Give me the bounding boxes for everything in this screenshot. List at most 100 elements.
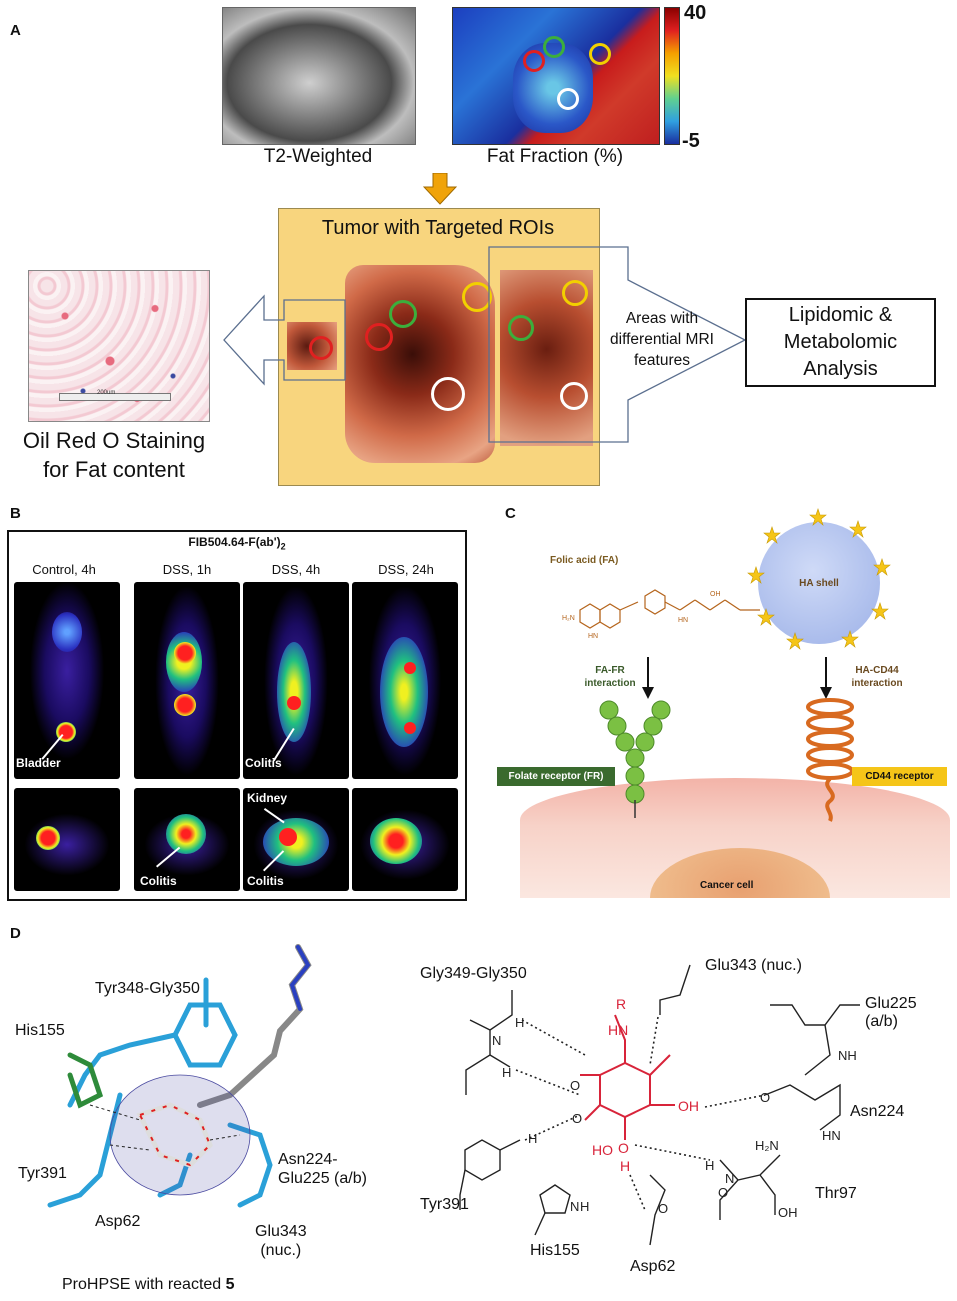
folate-receptor-label: Folate receptor (FR) (508, 771, 604, 782)
label-tyr348: Tyr348-Gly350 (95, 980, 200, 997)
scan-dss-24h (352, 582, 458, 779)
ha-shell-label: HA shell (799, 578, 839, 589)
panel-c-label: C (505, 505, 516, 522)
tumor-box-title: Tumor with Targeted ROIs (321, 217, 555, 239)
col-header-control-4h: Control, 4h (32, 562, 96, 577)
svg-text:N: N (570, 1199, 579, 1214)
star-icon (763, 526, 781, 544)
scan-control-4h: Bladder (14, 582, 120, 779)
ha-cd44-interaction: HA-CD44 interaction (842, 664, 912, 690)
roi-yellow (589, 43, 611, 65)
svg-text:N: N (492, 1033, 501, 1048)
folate-receptor-graphic (599, 700, 671, 818)
panel-b-title: FIB504.64-F(ab')2 (7, 535, 467, 551)
star-icon (747, 566, 765, 584)
panel-a-connectors (223, 246, 747, 443)
svg-text:O: O (572, 1111, 582, 1126)
stick-model (47, 944, 312, 1208)
tumor-roi-yellow (462, 282, 492, 312)
svg-text:O: O (658, 1201, 668, 1216)
ha-cd44-line2: interaction (851, 678, 903, 689)
fat-fraction-map (452, 7, 660, 145)
svg-text:HN: HN (608, 1022, 628, 1038)
tumor-crop-zoom (500, 270, 593, 446)
svg-text:H: H (515, 1015, 524, 1030)
svg-text:H: H (620, 1158, 630, 1174)
svg-text:H₂N: H₂N (755, 1138, 779, 1153)
folate-receptor-box: Folate receptor (FR) (497, 767, 615, 786)
label-asp62-right: Asp62 (630, 1258, 676, 1275)
svg-text:H: H (580, 1199, 589, 1214)
label-asn224-line1: Asn224- (278, 1151, 338, 1168)
svg-text:H: H (502, 1065, 511, 1080)
star-icon (841, 630, 859, 648)
scan-dss-1h (134, 582, 240, 779)
zoom-roi-white (560, 382, 588, 410)
caption-prohpse-text: ProHPSE with reacted (62, 1276, 226, 1293)
cd44-receptor-box: CD44 receptor (852, 767, 947, 786)
label-asn224-left: Asn224- Glu225 (a/b) (278, 1150, 367, 1188)
svg-text:NH: NH (838, 1048, 857, 1063)
star-decorations (747, 508, 891, 650)
scan-dss-24h-axial (352, 788, 458, 891)
lipidomic-analysis-text: Lipidomic & Metabolomic Analysis (783, 304, 898, 380)
panel-a-label: A (10, 22, 21, 39)
cancer-cell-label: Cancer cell (700, 880, 754, 891)
tumor-roi-green (389, 300, 417, 328)
label-glu343-left: Glu343 (nuc.) (255, 1222, 307, 1260)
label-glu225-line1: Glu225 (865, 995, 917, 1012)
lipidomic-analysis-box: Lipidomic & Metabolomic Analysis (745, 298, 936, 387)
label-glu343-right: Glu343 (nuc.) (705, 957, 802, 974)
svg-text:O: O (718, 1185, 728, 1200)
colorbar-min: -5 (682, 130, 700, 152)
folic-acid-structure: H₂N HN HN OH (562, 589, 760, 640)
tumor-roi-white (431, 377, 465, 411)
svg-text:HN: HN (588, 633, 598, 640)
oil-red-caption-2: for Fat content (43, 457, 185, 482)
label-glu225-line2: (a/b) (865, 1013, 898, 1030)
panel-b-title-text: FIB504.64-F(ab') (188, 535, 281, 549)
zoom-roi-yellow (562, 280, 588, 306)
label-tyr391-right: Tyr391 (420, 1196, 469, 1213)
cd44-receptor-label: CD44 receptor (865, 771, 934, 782)
label-kidney: Kidney (247, 791, 288, 805)
scan-dss-1h-axial: Colitis (134, 788, 240, 891)
panel-d-label: D (10, 925, 21, 942)
label-glu225-right: Glu225 (a/b) (865, 995, 917, 1031)
colorbar-max: 40 (684, 2, 707, 24)
tumor-roi-red (365, 323, 393, 351)
roi-white (557, 88, 579, 110)
roi-red (523, 50, 545, 72)
label-glu343-line2: (nuc.) (260, 1242, 302, 1259)
svg-text:OH: OH (778, 1205, 798, 1220)
label-asp62-left: Asp62 (95, 1213, 141, 1230)
label-asn224-line2: Glu225 (a/b) (278, 1170, 367, 1187)
label-thr97: Thr97 (815, 1185, 857, 1202)
t2-weighted-image (222, 7, 416, 145)
star-icon (757, 608, 775, 626)
zoom-roi-green (508, 315, 534, 341)
star-icon (873, 558, 891, 576)
svg-text:H₂N: H₂N (562, 615, 575, 622)
label-bladder: Bladder (16, 756, 61, 770)
cancer-cell-membrane (520, 778, 950, 898)
folic-acid-label: Folic acid (FA) (550, 555, 619, 566)
panel-b-title-sub: 2 (280, 541, 286, 552)
panel-b-frame (7, 530, 467, 901)
star-icon (786, 632, 804, 650)
label-asn224-right: Asn224 (850, 1103, 905, 1120)
t2-weighted-caption: T2-Weighted (263, 146, 373, 167)
roi-green (543, 36, 565, 58)
tumor-crop-small (287, 322, 337, 370)
svg-text:OH: OH (710, 591, 721, 598)
fa-fr-line1: FA-FR (595, 665, 625, 676)
col-header-dss-4h: DSS, 4h (271, 562, 321, 577)
fa-fr-line2: interaction (584, 678, 636, 689)
svg-text:N: N (725, 1171, 734, 1186)
interaction-arrows (642, 657, 832, 699)
ha-shell-sphere (758, 522, 880, 644)
label-colitis-dss-4h-bottom: Colitis (247, 874, 284, 888)
svg-text:HO: HO (592, 1142, 613, 1158)
colorbar (664, 7, 680, 145)
